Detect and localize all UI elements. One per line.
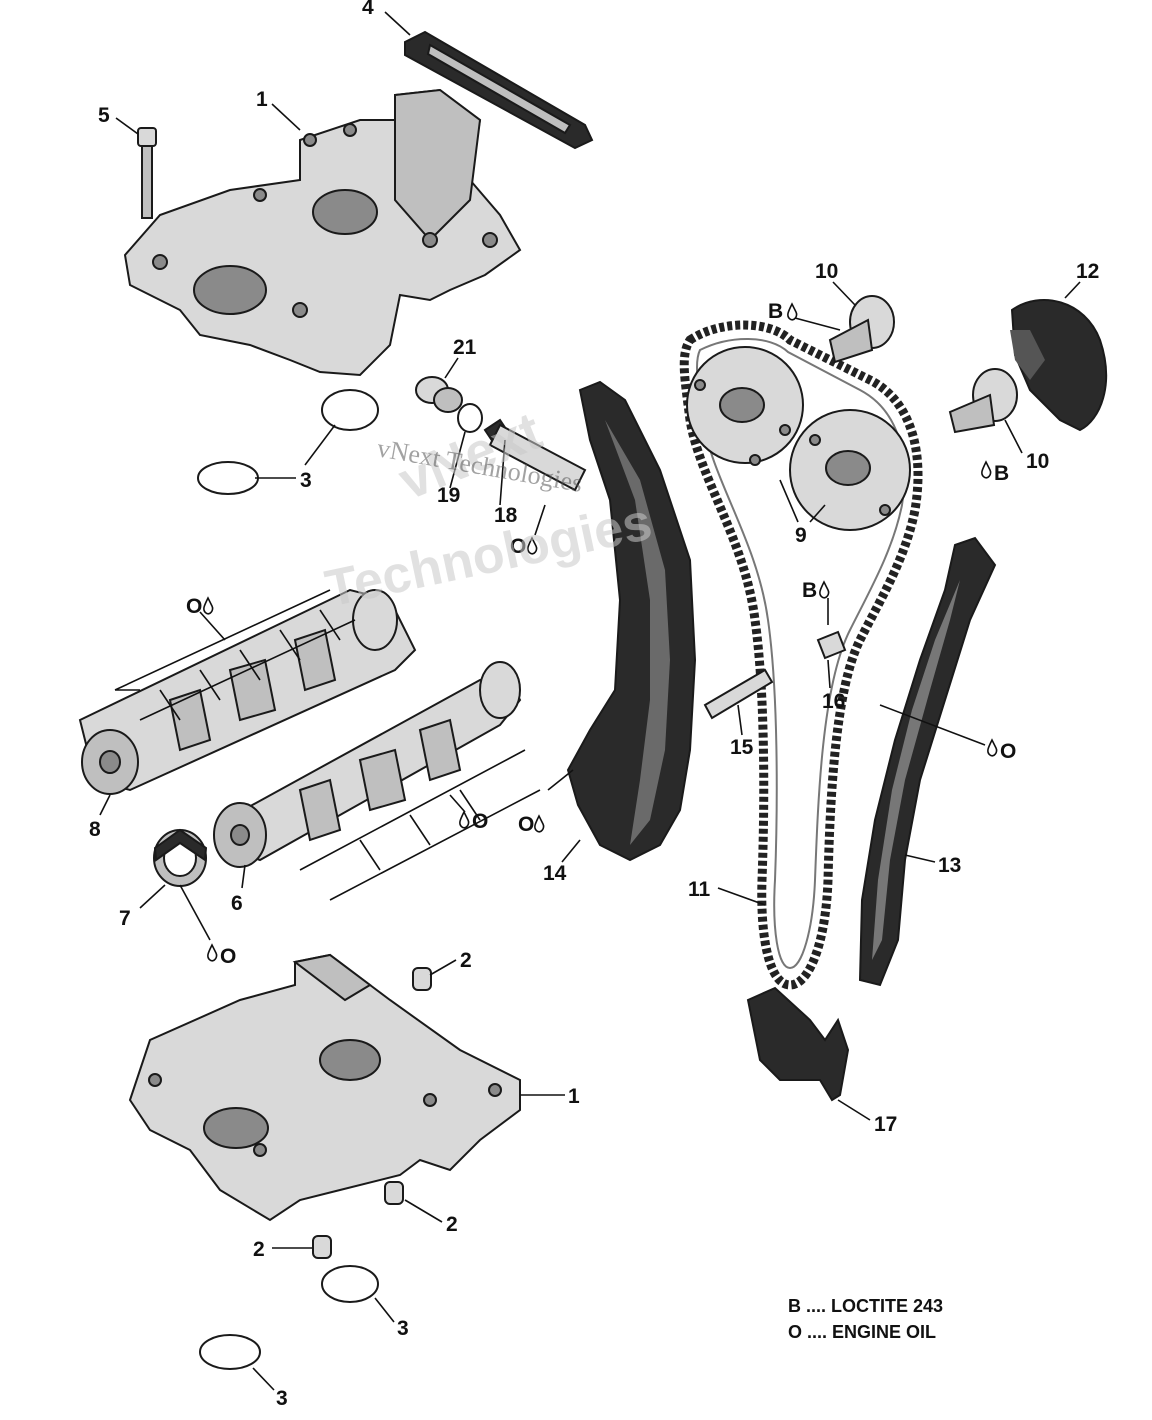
svg-text:O: O — [1000, 740, 1016, 763]
marker-b-lower: B — [981, 460, 1009, 485]
droplet-icon — [981, 460, 992, 479]
callout-2-mid: 2 — [446, 1213, 458, 1236]
part-15-pin — [703, 668, 774, 720]
callout-9: 9 — [795, 524, 807, 547]
droplet-icon — [207, 943, 218, 962]
svg-text:O: O — [220, 945, 236, 968]
droplet-icon — [787, 302, 798, 321]
part-4-chain-guide — [404, 30, 594, 150]
marker-b-upper: B — [768, 300, 798, 323]
part-8-oil-lines — [114, 589, 356, 721]
droplet-icon — [819, 580, 830, 599]
lubrication-markers: B B B O O O O O — [186, 300, 1016, 968]
part-10-sprocket-bolt-b — [948, 368, 1018, 434]
marker-o-7: O — [207, 943, 236, 968]
part-2-dowels — [312, 967, 432, 1259]
callout-8: 8 — [89, 818, 101, 841]
part-21-plug — [415, 376, 463, 413]
part-1-camshaft-carrier-lower — [128, 953, 521, 1222]
marker-o-6: O — [459, 810, 488, 833]
part-17-chain-slider — [746, 986, 850, 1102]
part-6-oil-lines — [299, 749, 541, 901]
callout-2-lower: 2 — [253, 1238, 265, 1261]
callout-13: 13 — [938, 854, 961, 877]
callout-19: 19 — [437, 484, 460, 507]
callout-18: 18 — [494, 504, 518, 527]
callout-3-upper: 3 — [300, 469, 312, 492]
callout-10-lower: 10 — [1026, 450, 1049, 473]
part-9-sprockets — [686, 346, 911, 531]
callout-11: 11 — [688, 878, 711, 901]
part-6-camshaft-intake — [213, 661, 522, 868]
legend-engine-oil: O .... ENGINE OIL — [788, 1322, 936, 1342]
callout-10-upper: 10 — [815, 260, 838, 283]
droplet-icon — [987, 738, 998, 757]
part-18-tensioner — [483, 418, 587, 492]
part-5-bolt — [137, 127, 157, 219]
part-8-camshaft-exhaust — [78, 588, 417, 795]
callout-16: 16 — [822, 690, 845, 713]
droplet-icon — [459, 810, 470, 829]
svg-text:O: O — [518, 813, 534, 836]
marker-o-14: O — [518, 813, 545, 836]
part-19-oring — [457, 403, 483, 433]
marker-o-18: O — [510, 535, 538, 558]
marker-o-13: O — [987, 738, 1016, 763]
watermark-technologies: Technologies — [321, 493, 657, 619]
legend-loctite: B .... LOCTITE 243 — [788, 1296, 943, 1316]
svg-text:O: O — [510, 535, 526, 558]
callout-15: 15 — [730, 736, 754, 759]
callout-12: 12 — [1076, 260, 1099, 283]
part-10-sprocket-bolt-a — [828, 295, 895, 364]
part-12-trigger-wheel — [1010, 299, 1108, 432]
part-3-rings-lower — [199, 1265, 379, 1370]
callout-2-upper: 2 — [460, 949, 472, 972]
part-13-chain-guide — [858, 536, 997, 987]
callout-21: 21 — [453, 336, 477, 359]
legend: B .... LOCTITE 243 O .... ENGINE OIL — [788, 1296, 943, 1342]
part-14-tensioner-guide — [566, 380, 697, 862]
droplet-icon — [527, 536, 538, 555]
droplet-icon — [203, 596, 214, 615]
svg-text:O: O — [186, 595, 202, 618]
leader-lines — [99, 11, 1081, 1391]
svg-text:O: O — [472, 810, 488, 833]
svg-text:B: B — [802, 579, 817, 602]
part-16-dowel — [816, 630, 847, 660]
droplet-icon — [534, 814, 545, 833]
callout-6: 6 — [231, 892, 243, 915]
callout-14: 14 — [543, 862, 567, 885]
callout-7: 7 — [119, 907, 131, 930]
callout-3-mid: 3 — [397, 1317, 409, 1340]
callout-1-upper: 1 — [256, 88, 268, 111]
marker-o-8: O — [186, 595, 214, 618]
part-1-camshaft-carrier-upper — [123, 88, 522, 377]
marker-b-mid: B — [802, 579, 830, 602]
callout-3-lower: 3 — [276, 1387, 288, 1410]
callout-labels: 4 1 5 21 10 12 10 3 19 18 9 16 15 8 14 1… — [89, 0, 1099, 1410]
callout-4: 4 — [362, 0, 374, 19]
svg-text:B: B — [994, 462, 1009, 485]
callout-17: 17 — [874, 1113, 897, 1136]
callout-5: 5 — [98, 104, 110, 127]
callout-1-lower: 1 — [568, 1085, 580, 1108]
svg-text:B: B — [768, 300, 783, 323]
part-7-spacer-ring — [153, 828, 208, 887]
